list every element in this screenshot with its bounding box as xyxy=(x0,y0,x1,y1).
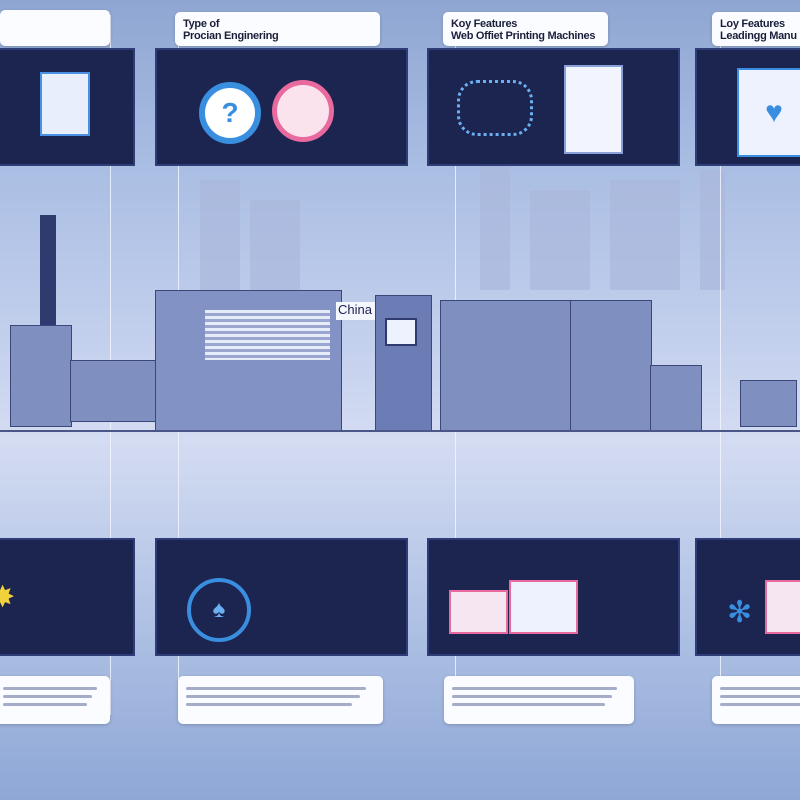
bottom-label-3 xyxy=(444,676,634,724)
background-building xyxy=(530,190,590,290)
bottom-label-4 xyxy=(712,676,800,724)
bottom-label-1 xyxy=(0,676,110,724)
label-line: Type of xyxy=(183,18,220,30)
machine-control-panel xyxy=(375,295,432,432)
network-icon xyxy=(457,80,533,136)
china-sign: China xyxy=(336,302,378,320)
envelope-icon xyxy=(564,65,623,154)
machine-printing-unit xyxy=(440,300,572,432)
machine-conveyor xyxy=(70,360,157,422)
label-line: Loy Features xyxy=(720,18,785,30)
machine-output-unit xyxy=(740,380,797,427)
bottom-card-2: ♠ xyxy=(155,538,408,656)
bottom-card-3 xyxy=(427,538,680,656)
top-label-1 xyxy=(0,10,110,46)
label-line: Procian Enginering xyxy=(183,30,279,42)
connector-line xyxy=(720,15,721,715)
label-line: Web Offiet Printing Machines xyxy=(451,30,596,42)
question-gear-icon: ? xyxy=(199,82,261,144)
floor-line xyxy=(0,430,800,432)
background-building xyxy=(250,200,300,290)
label-line: Koy Features xyxy=(451,18,518,30)
top-card-4: ♥ xyxy=(695,48,800,166)
background-building xyxy=(700,170,725,290)
picture-cards-icon xyxy=(509,580,578,634)
background-building xyxy=(610,180,680,290)
top-card-1 xyxy=(0,48,135,166)
vase-icon: ♠ xyxy=(187,578,251,642)
machine-printing-unit xyxy=(570,300,652,432)
document-icon xyxy=(40,72,90,136)
gear-card-icon: ✻ xyxy=(727,596,753,629)
top-card-2: ? xyxy=(155,48,408,166)
sun-icon: ✸ xyxy=(0,581,16,614)
control-screen xyxy=(385,318,417,346)
document-icon xyxy=(765,580,800,634)
bottom-label-2 xyxy=(178,676,383,724)
machine-rollers xyxy=(205,310,330,360)
label-line: Leadingg Manu xyxy=(720,30,797,42)
heart-document-icon: ♥ xyxy=(737,68,800,157)
magnifier-icon xyxy=(272,80,334,142)
bottom-card-4: ✻ xyxy=(695,538,800,656)
background-building xyxy=(480,160,510,290)
picture-cards-icon xyxy=(449,590,508,634)
chimney xyxy=(40,215,56,325)
top-card-3 xyxy=(427,48,680,166)
bottom-card-1: ✸ xyxy=(0,538,135,656)
background-building xyxy=(200,180,240,290)
machine-left-unit xyxy=(10,325,72,427)
machine-right-unit xyxy=(650,365,702,432)
